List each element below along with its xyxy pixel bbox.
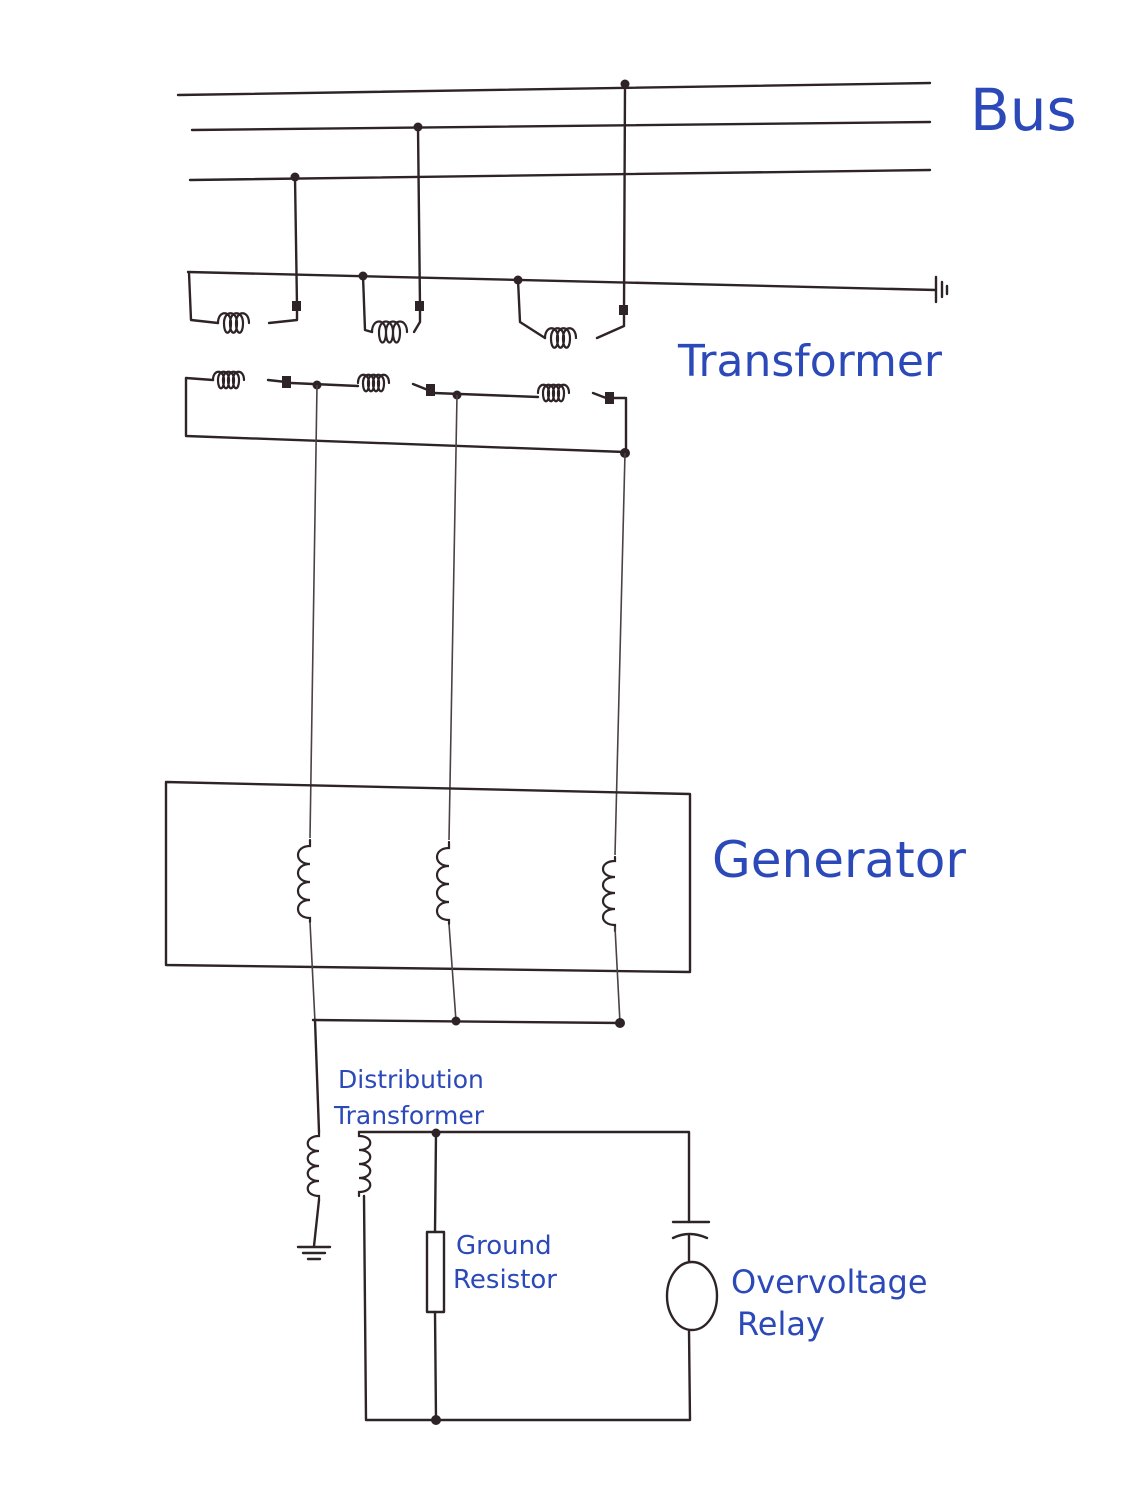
overvoltage-relay-label-1: Overvoltage — [731, 1263, 928, 1301]
polarity-mark-b — [415, 301, 424, 311]
overvoltage-relay-label-2: Relay — [737, 1305, 825, 1343]
primary-winding-c — [543, 327, 578, 349]
sec-polarity-mark-a — [282, 376, 291, 388]
bus-drop-3 — [622, 82, 627, 312]
secondary-circuit — [357, 1128, 719, 1425]
generator — [164, 780, 692, 1024]
neutral-node-b — [451, 1016, 461, 1026]
lead-b — [448, 394, 458, 841]
main-transformer-secondary — [184, 370, 630, 458]
generator-winding-a — [296, 838, 312, 924]
transformer-label: Transformer — [677, 336, 943, 387]
generator-winding-c — [601, 855, 617, 933]
dist-primary-winding — [306, 1130, 321, 1202]
dist-ground-icon — [296, 1245, 332, 1261]
lead-c — [614, 452, 626, 856]
generator-frame — [164, 780, 692, 974]
polarity-mark-a — [292, 301, 301, 311]
lead-a — [309, 384, 318, 839]
ground-resistor — [425, 1230, 446, 1314]
distribution-transformer — [296, 1130, 372, 1261]
bus-line-3 — [188, 168, 932, 182]
generator-leads — [309, 384, 626, 856]
primary-winding-a — [216, 312, 251, 334]
neutral-node-c — [615, 1018, 625, 1028]
sec-polarity-mark-b — [426, 384, 435, 396]
primary-neutral-line — [186, 270, 938, 292]
secondary-winding-c — [536, 383, 571, 403]
dist-secondary-winding — [357, 1130, 372, 1198]
bus-drop-1 — [293, 175, 299, 308]
circuit-top-wire — [357, 1130, 691, 1224]
generator-label: Generator — [712, 831, 966, 889]
bus-label: Bus — [970, 76, 1077, 144]
primary-winding-b — [370, 320, 409, 344]
bus-line-2 — [190, 120, 932, 132]
distribution-transformer-label-1: Distribution — [338, 1065, 484, 1094]
secondary-winding-a — [211, 370, 246, 390]
polarity-mark-c — [619, 305, 628, 315]
bus — [176, 79, 932, 182]
sec-polarity-mark-c — [605, 392, 614, 404]
main-transformer-primary — [186, 82, 949, 349]
bus-line-1 — [176, 81, 932, 97]
distribution-transformer-label-2: Transformer — [333, 1101, 485, 1130]
neutral-drop — [313, 1018, 321, 1134]
ground-resistor-label-1: Ground — [456, 1231, 552, 1261]
secondary-winding-b — [356, 373, 391, 393]
primary-ground-icon — [934, 275, 949, 304]
capacitor-plate-bottom — [671, 1232, 709, 1240]
generator-neutral — [311, 1016, 625, 1134]
circuit-bottom-wire — [362, 1194, 692, 1422]
generator-winding-b — [435, 840, 451, 926]
bus-drop-2 — [416, 125, 422, 308]
neutral-bus — [311, 1018, 624, 1025]
overvoltage-relay — [665, 1260, 719, 1332]
ground-resistor-label-2: Resistor — [453, 1265, 557, 1295]
